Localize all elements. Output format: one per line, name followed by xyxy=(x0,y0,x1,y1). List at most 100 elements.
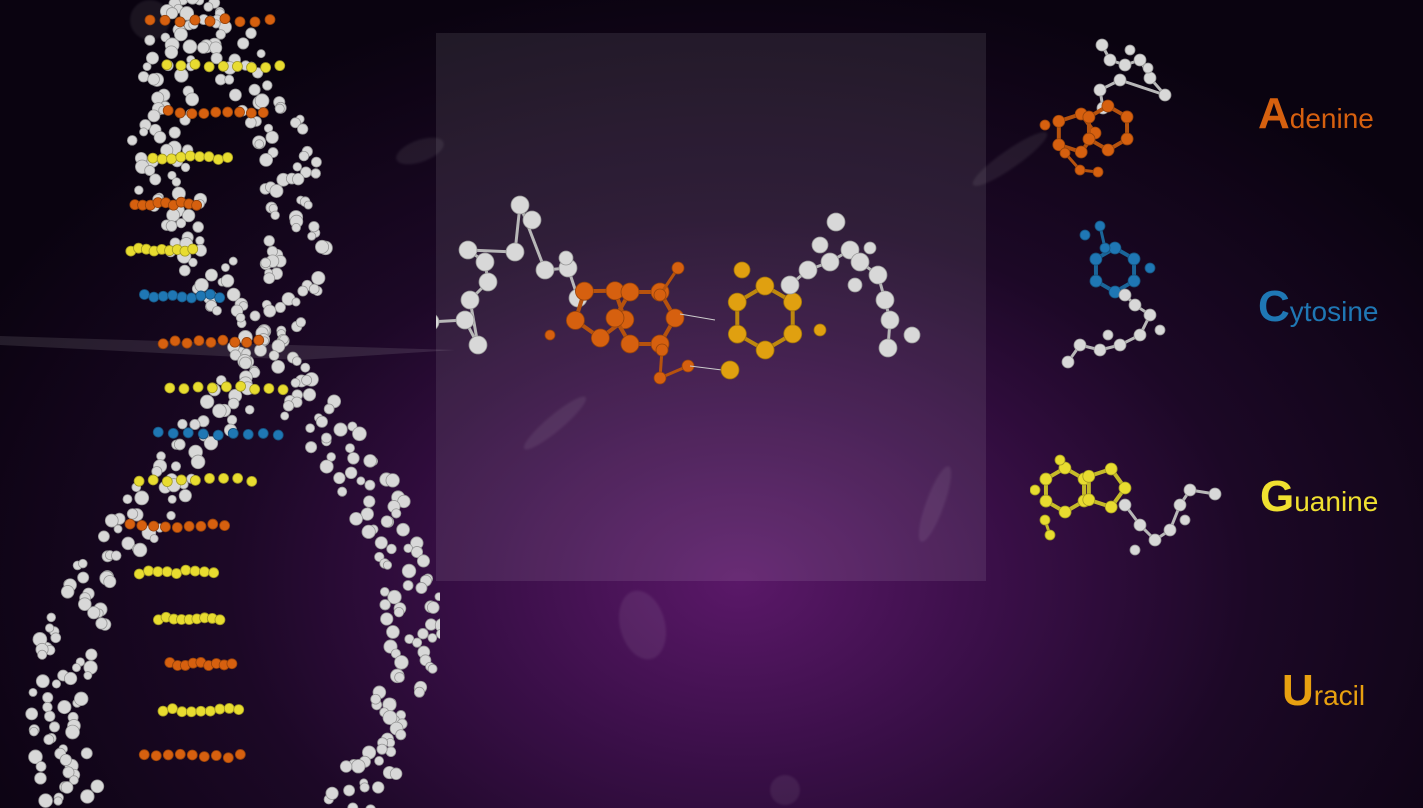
atom xyxy=(364,479,376,491)
atom xyxy=(1113,73,1127,87)
atom xyxy=(1127,274,1141,288)
atom xyxy=(1101,143,1115,157)
atom xyxy=(210,106,222,118)
atom xyxy=(162,105,174,116)
atom xyxy=(393,606,405,618)
atom xyxy=(186,0,199,5)
atom xyxy=(323,403,335,415)
atom xyxy=(434,592,440,602)
atom xyxy=(167,170,177,180)
atom xyxy=(233,704,245,716)
atom xyxy=(234,16,246,28)
atom xyxy=(326,452,336,462)
atom xyxy=(153,131,167,144)
atom xyxy=(1133,328,1147,342)
atom xyxy=(64,671,78,686)
atom xyxy=(249,310,261,322)
atom xyxy=(307,231,317,241)
atom xyxy=(95,617,108,630)
atom xyxy=(49,721,60,733)
atom xyxy=(78,558,88,569)
atom xyxy=(180,162,191,173)
atom xyxy=(263,272,276,285)
atom xyxy=(264,14,276,25)
atom xyxy=(1039,472,1053,486)
atom xyxy=(126,508,139,520)
atom xyxy=(235,312,246,323)
atom xyxy=(166,7,179,20)
atom xyxy=(203,436,219,451)
atom xyxy=(248,83,261,96)
atom xyxy=(217,60,229,72)
atom xyxy=(411,546,424,559)
dna-helix xyxy=(25,0,440,808)
atom xyxy=(1095,38,1109,52)
atom xyxy=(244,116,257,129)
atom xyxy=(214,614,226,626)
atom xyxy=(144,165,156,176)
atom xyxy=(190,474,201,486)
atom xyxy=(727,292,747,312)
atom xyxy=(878,338,898,358)
atom xyxy=(246,62,257,73)
atom xyxy=(372,781,385,794)
atom xyxy=(401,563,417,579)
atom xyxy=(280,411,290,421)
atom xyxy=(510,195,530,215)
legend-adenine: Adenine xyxy=(1030,35,1423,178)
atom xyxy=(229,336,241,348)
atom xyxy=(1099,242,1111,254)
atom xyxy=(308,221,320,233)
atom xyxy=(178,383,190,395)
atom xyxy=(416,554,431,568)
legend-cytosine: Cytosine xyxy=(1030,220,1423,369)
atom xyxy=(345,443,355,454)
atom xyxy=(820,252,840,272)
atom xyxy=(720,360,740,380)
atom xyxy=(271,359,286,374)
atom xyxy=(77,571,90,584)
atom xyxy=(811,236,829,254)
atom xyxy=(177,418,188,430)
atom xyxy=(671,261,685,275)
atom xyxy=(387,589,402,605)
atom xyxy=(157,705,169,717)
atom xyxy=(413,686,425,698)
atom xyxy=(78,597,92,611)
atom xyxy=(134,185,144,195)
atom xyxy=(42,692,54,704)
atom xyxy=(436,628,440,640)
atom xyxy=(139,127,149,137)
atom xyxy=(665,308,685,328)
atom xyxy=(44,623,55,633)
atom xyxy=(468,335,488,355)
atom xyxy=(292,162,302,172)
guanine-molecule xyxy=(1030,454,1222,556)
atom xyxy=(228,256,238,266)
atom xyxy=(1061,355,1075,369)
cytosine-initial: C xyxy=(1258,282,1290,331)
atom xyxy=(165,220,178,232)
guanine-initial: G xyxy=(1260,472,1295,521)
atom xyxy=(396,522,410,537)
atom xyxy=(291,222,301,233)
atom xyxy=(210,52,223,65)
atom xyxy=(813,323,827,337)
atom xyxy=(207,518,219,530)
atom xyxy=(80,747,93,760)
atom xyxy=(522,210,542,230)
atom xyxy=(903,326,921,344)
atom xyxy=(755,340,775,360)
atom xyxy=(260,62,272,73)
atom xyxy=(374,756,384,766)
atom xyxy=(1118,58,1132,72)
atom xyxy=(1163,523,1177,537)
atom xyxy=(460,290,480,310)
atom xyxy=(257,428,269,439)
atom xyxy=(505,242,525,262)
atom xyxy=(147,474,159,486)
atom xyxy=(234,106,245,118)
atom xyxy=(478,272,498,292)
atom xyxy=(297,123,309,135)
atom xyxy=(209,41,223,55)
